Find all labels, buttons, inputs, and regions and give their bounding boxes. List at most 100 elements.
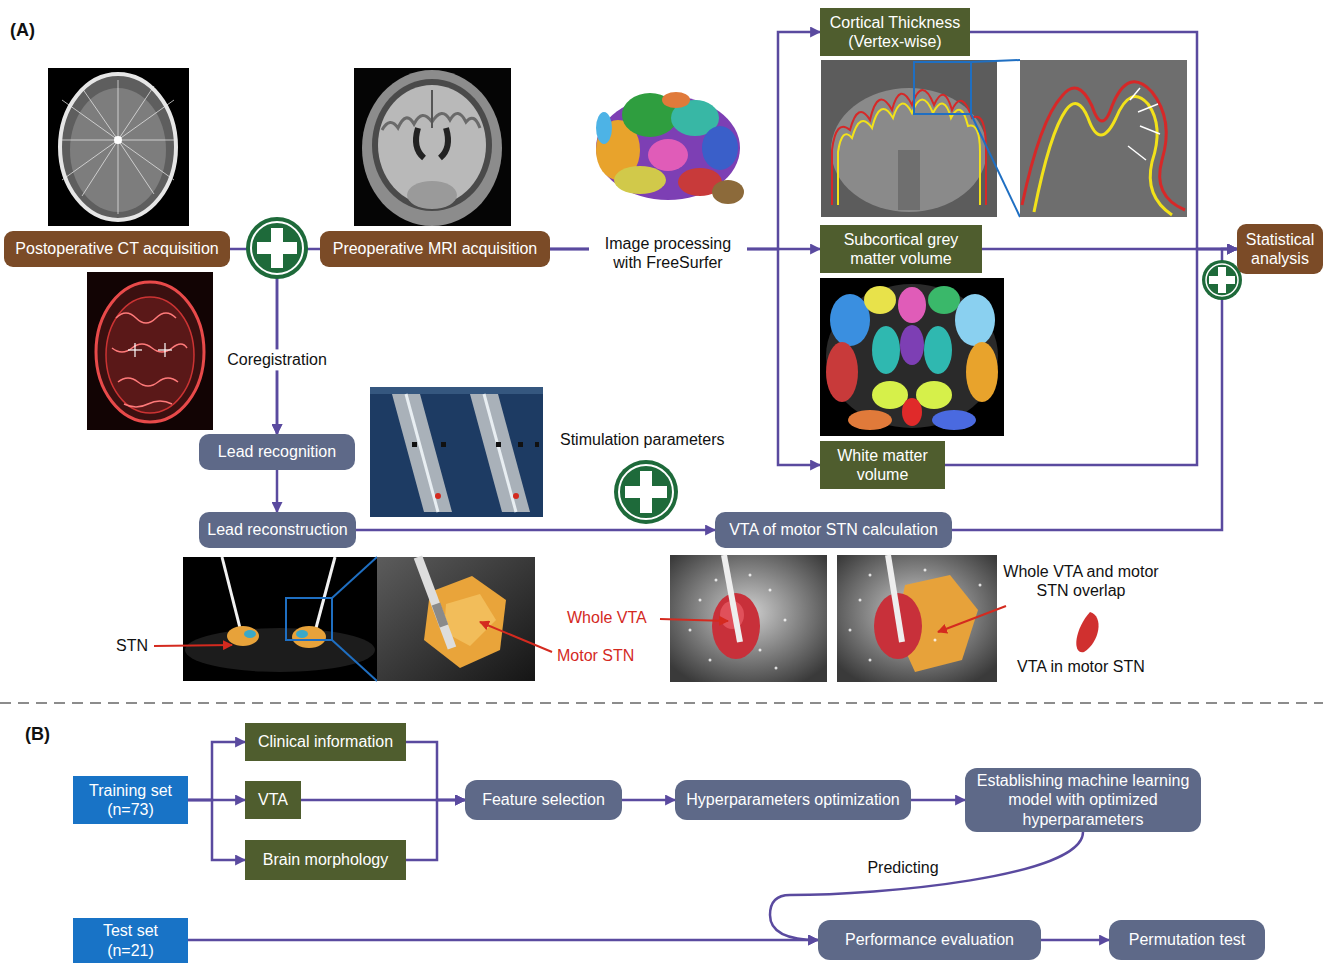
- subcortical-segmentation: [820, 278, 1004, 436]
- box-text: Test set (n=21): [80, 921, 181, 959]
- box-text: Hyperparameters optimization: [682, 790, 904, 809]
- ct-scan: [62, 140, 118, 180]
- vta-render: [749, 574, 752, 577]
- lead-detection-image: [370, 387, 543, 517]
- vta-overlap-render: [849, 569, 982, 662]
- stn-3d-render: [332, 640, 377, 681]
- dataset-box: Test set (n=21): [73, 918, 188, 963]
- ct-scan: [82, 88, 118, 140]
- box-text: Cortical Thickness (Vertex-wise): [827, 13, 963, 51]
- vta-render: [724, 555, 740, 642]
- motor-stn-zoom: [424, 576, 506, 668]
- plus-symbol: [1209, 276, 1235, 284]
- connector-arrow: [188, 742, 245, 800]
- subcortical-segmentation: [932, 410, 976, 430]
- vta-in-motor-stn-shape: [1076, 612, 1098, 652]
- cortical-thickness-zoom: [1128, 88, 1160, 160]
- ct-scan: [60, 74, 176, 220]
- leader-arrows: [660, 619, 728, 621]
- plus-symbol: [251, 222, 303, 274]
- edge-label: Predicting: [863, 857, 942, 878]
- ct-mri-fusion: [87, 272, 213, 430]
- box-text: Preoperative MRI acquisition: [327, 239, 543, 258]
- plus-symbol: [246, 217, 308, 279]
- annotation-label: Motor STN: [557, 646, 634, 665]
- mri-coronal: [431, 90, 433, 128]
- stn-3d-render: [183, 557, 377, 681]
- annotation-label: VTA in motor STN: [1017, 657, 1145, 676]
- subcortical-segmentation: [848, 410, 892, 430]
- subcortical-segmentation: [928, 286, 960, 314]
- ct-scan: [62, 100, 118, 140]
- ct-scan: [114, 136, 122, 144]
- ct-mri-fusion: [134, 343, 135, 357]
- subcortical-segmentation: [826, 284, 998, 428]
- lead-detection-image: [370, 387, 543, 517]
- cortical-thickness-zoom: [1020, 60, 1187, 217]
- process-box: Permutation test: [1109, 920, 1265, 960]
- subcortical-segmentation: [872, 381, 908, 409]
- ct-mri-fusion: [128, 343, 172, 357]
- ct-mri-fusion: [96, 282, 204, 422]
- lead-detection-image: [441, 442, 446, 447]
- subcortical-segmentation: [955, 294, 995, 346]
- subcortical-segmentation: [916, 381, 952, 409]
- vta-render: [689, 629, 692, 632]
- feature-box: Subcortical grey matter volume: [820, 225, 982, 273]
- motor-stn-zoom: [377, 557, 535, 681]
- brain-3d-parcellation: [712, 180, 744, 204]
- ct-mri-fusion: [112, 313, 187, 407]
- brain-3d-parcellation: [596, 112, 612, 144]
- connector-arrow: [188, 800, 245, 860]
- brain-3d-parcellation: [648, 139, 688, 171]
- brain-3d-parcellation: [662, 92, 690, 108]
- plus-symbol: [246, 217, 308, 279]
- stn-3d-render: [332, 557, 377, 598]
- feature-box: White matter volume: [820, 441, 945, 489]
- vta-render: [670, 555, 827, 682]
- lead-detection-image: [484, 394, 516, 512]
- brain-3d-parcellation: [596, 92, 744, 204]
- box-text: Clinical information: [252, 732, 399, 751]
- plus-symbol: [1206, 264, 1238, 296]
- plus-symbol: [1202, 260, 1242, 300]
- connector-arrow: [952, 249, 1237, 530]
- cortical-thickness-slice: [821, 60, 1020, 217]
- section-divider: [0, 702, 1323, 704]
- plus-symbol: [614, 460, 678, 524]
- stn-3d-render: [185, 628, 375, 672]
- stn-3d-render: [296, 630, 308, 638]
- cortical-thickness-zoom: [1034, 97, 1172, 215]
- ct-scan: [118, 140, 174, 180]
- box-text: Permutation test: [1116, 930, 1258, 949]
- lead-detection-image: [513, 493, 519, 499]
- box-text: Subcortical grey matter volume: [827, 230, 975, 268]
- cortical-thickness-zoom: [1020, 60, 1187, 217]
- subcortical-segmentation: [820, 278, 1004, 436]
- vta-render: [784, 619, 787, 622]
- vta-render: [715, 579, 718, 582]
- plus-symbol: [1202, 260, 1242, 300]
- subcortical-segmentation: [898, 287, 926, 323]
- leader-arrows: [938, 606, 1006, 632]
- cortical-thickness-zoom: [1022, 82, 1185, 210]
- process-box: Hyperparameters optimization: [675, 780, 911, 820]
- stn-3d-render: [222, 557, 240, 628]
- feature-box: Clinical information: [245, 723, 406, 761]
- connector-arrow: [945, 249, 1237, 465]
- vta-overlap-render: [979, 584, 982, 587]
- vta-render: [709, 659, 712, 662]
- ct-mri-fusion: [87, 272, 213, 430]
- box-text: Lead reconstruction: [206, 520, 349, 539]
- acquisition-box: Preoperative MRI acquisition: [320, 231, 550, 267]
- vta-overlap-render: [869, 574, 872, 577]
- stn-3d-render: [227, 626, 259, 646]
- vta-overlap-render: [934, 639, 937, 642]
- annotation-label: (B): [25, 724, 50, 746]
- lead-detection-image: [412, 442, 417, 447]
- motor-stn-zoom: [377, 557, 535, 681]
- box-text: Training set (n=73): [80, 781, 181, 819]
- ct-scan: [118, 100, 174, 140]
- box-text: Brain morphology: [252, 850, 399, 869]
